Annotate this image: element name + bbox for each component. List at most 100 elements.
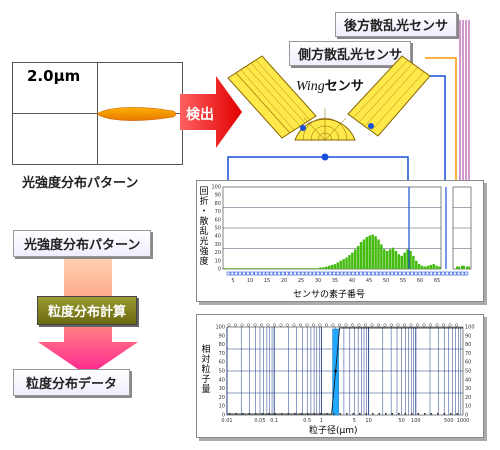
size-class-tick: [352, 413, 355, 415]
element-marker: [378, 271, 383, 276]
sensor-sub-bar: [461, 265, 465, 269]
element-marker: [386, 271, 391, 276]
x-tick-label: 20: [281, 278, 287, 284]
light-pattern-shape: [97, 107, 177, 121]
element-marker: [316, 271, 320, 276]
size-class-marker: [259, 323, 264, 327]
x-tick-label: 50: [398, 418, 404, 424]
intensity-bar: [330, 264, 334, 269]
size-class-tick: [294, 413, 296, 415]
intensity-bar: [292, 268, 296, 269]
y2-tick-label: 50: [465, 369, 471, 375]
element-marker: [230, 271, 235, 276]
size-class-tick: [242, 413, 244, 415]
intensity-bar: [327, 265, 331, 269]
size-class-marker: [298, 323, 303, 327]
size-class-tick: [443, 413, 446, 415]
intensity-bar: [295, 268, 299, 269]
size-class-tick: [424, 413, 426, 415]
intensity-bar: [231, 268, 235, 269]
element-marker: [402, 271, 406, 276]
intensity-bar: [310, 268, 313, 269]
size-class-marker: [389, 323, 394, 327]
intensity-bar: [316, 268, 319, 269]
element-marker: [394, 271, 398, 276]
element-marker: [452, 271, 457, 276]
intensity-bar: [263, 268, 267, 269]
element-marker: [296, 271, 301, 276]
element-marker: [425, 271, 430, 276]
element-marker: [300, 271, 305, 276]
element-marker: [390, 271, 395, 276]
size-class-marker: [324, 323, 329, 327]
size-class-tick: [378, 413, 381, 415]
size-class-tick: [313, 413, 316, 415]
element-marker: [437, 271, 441, 276]
flow-step-calculation: 粒度分布計算: [37, 296, 138, 325]
right-wing-sensor: [347, 55, 431, 137]
size-class-marker: [240, 323, 244, 327]
intensity-bar: [249, 268, 252, 269]
x-tick-label: 30: [315, 278, 321, 284]
size-class-marker: [318, 323, 322, 327]
element-marker: [417, 271, 422, 276]
element-marker: [429, 271, 434, 276]
intensity-bar: [234, 268, 238, 269]
intensity-bar: [324, 266, 328, 269]
y-tick-label: 60: [219, 360, 225, 366]
y2-tick-label: 90: [465, 333, 471, 339]
intensity-bar: [391, 247, 395, 269]
size-class-marker: [266, 323, 270, 327]
wing-suffix: センサ: [324, 79, 364, 94]
size-class-tick: [235, 413, 238, 415]
x-tick-label: 0.1: [270, 418, 278, 424]
element-marker: [363, 271, 367, 276]
size-class-tick: [320, 413, 322, 415]
x-tick-label: 25: [298, 278, 304, 284]
flow-step-pattern: 光強度分布パターン: [13, 230, 152, 257]
intensity-bar: [435, 265, 438, 269]
size-class-tick: [268, 413, 270, 415]
intensity-bar: [223, 268, 226, 269]
intensity-bar: [348, 255, 351, 269]
element-marker: [359, 271, 363, 276]
y-tick-label: 60: [215, 217, 221, 223]
element-marker: [238, 271, 243, 276]
intensity-bar: [423, 266, 427, 269]
size-class-marker: [311, 323, 316, 327]
intensity-bar: [380, 244, 383, 269]
size-class-tick: [281, 413, 283, 415]
element-marker: [304, 271, 309, 276]
wing-word: Wing: [296, 79, 325, 94]
y2-tick-label: 20: [465, 395, 471, 401]
size-class-tick: [391, 413, 394, 415]
intensity-bar: [354, 249, 357, 269]
intensity-bar: [371, 234, 374, 269]
y-tick-label: 50: [215, 226, 221, 232]
y2-tick-label: 80: [465, 342, 471, 348]
intensity-bar: [322, 267, 325, 269]
element-marker: [234, 271, 239, 276]
y-tick-label: 100: [211, 185, 221, 191]
x-tick-label: 0.01: [221, 418, 232, 424]
element-marker: [324, 271, 328, 276]
size-class-tick: [307, 413, 309, 415]
intensity-bar: [432, 264, 435, 269]
sensor-sub-bar: [456, 266, 460, 269]
element-marker: [257, 271, 262, 276]
y-tick-label: 50: [219, 369, 225, 375]
intensity-bar: [313, 268, 316, 269]
y-tick-label: 80: [219, 342, 225, 348]
element-marker: [355, 271, 359, 276]
element-marker: [246, 271, 250, 276]
size-class-marker: [357, 323, 361, 327]
x-tick-label: 15: [264, 278, 270, 284]
size-class-marker: [272, 323, 277, 327]
element-marker: [456, 271, 461, 276]
size-class-tick: [333, 413, 335, 415]
element-marker: [265, 271, 270, 276]
intensity-bar: [415, 260, 418, 269]
element-marker: [441, 271, 445, 276]
